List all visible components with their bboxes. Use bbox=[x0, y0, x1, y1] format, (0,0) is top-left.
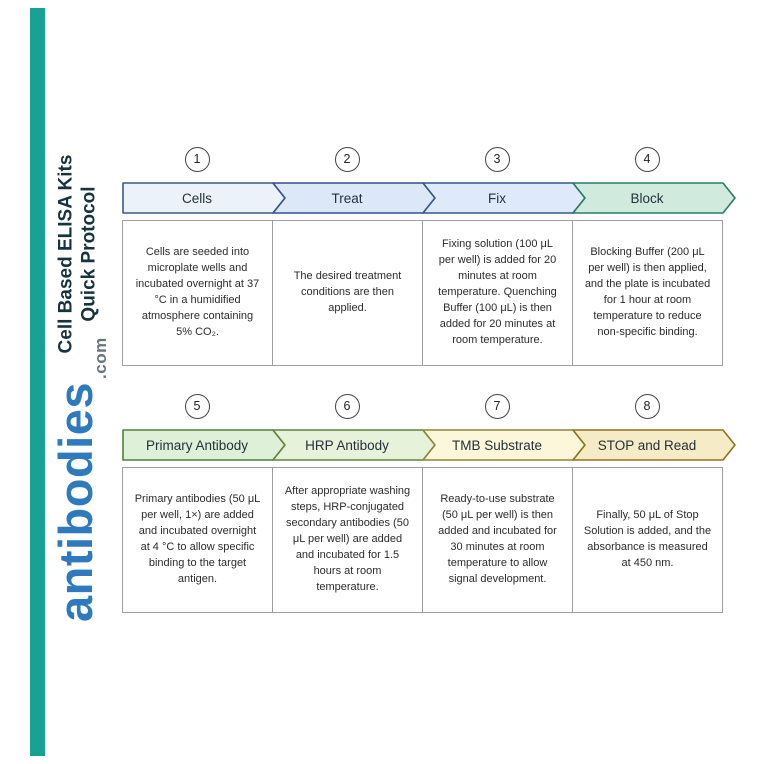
step-indicator-cell: 3 bbox=[422, 146, 572, 172]
description-row: Cells are seeded into microplate wells a… bbox=[122, 220, 736, 366]
step-arrow-label: Fix bbox=[488, 190, 506, 206]
step-description: The desired treatment conditions are the… bbox=[293, 270, 402, 314]
step-arrow-label: Block bbox=[630, 190, 664, 206]
step-number-row: 1 2 3 4 bbox=[122, 146, 722, 172]
step-description-box: Blocking Buffer (200 μL per well) is the… bbox=[572, 220, 723, 366]
arrow-label-row: Cells Treat Fix Block bbox=[122, 182, 722, 214]
step-indicator-cell: 2 bbox=[272, 146, 422, 172]
step-arrow-label: Treat bbox=[331, 190, 363, 206]
step-number-row: 5 6 7 8 bbox=[122, 393, 722, 419]
description-row: Primary antibodies (50 μL per well, 1×) … bbox=[122, 467, 736, 613]
step-description: Finally, 50 μL of Stop Solution is added… bbox=[583, 509, 712, 569]
step-number: 2 bbox=[343, 152, 351, 166]
step-number: 1 bbox=[193, 152, 201, 166]
protocol-row-2: 5 6 7 8 Primary Antibody HRP Antibody bbox=[122, 393, 736, 613]
step-arrow-shape bbox=[572, 429, 736, 461]
step-arrow-label: TMB Substrate bbox=[451, 437, 543, 453]
step-number-badge: 4 bbox=[634, 146, 660, 172]
step-arrow-label: Primary Antibody bbox=[145, 437, 249, 453]
step-indicator-cell: 5 bbox=[122, 393, 272, 419]
step-number: 3 bbox=[493, 152, 501, 166]
arrow-banner-row: Cells Treat Fix Block bbox=[122, 182, 736, 214]
step-description-box: After appropriate washing steps, HRP-con… bbox=[272, 467, 423, 613]
step-number-badge: 2 bbox=[334, 146, 360, 172]
step-description: After appropriate washing steps, HRP-con… bbox=[284, 485, 411, 593]
brand-suffix: .com bbox=[91, 337, 110, 379]
step-number: 6 bbox=[343, 399, 351, 413]
brand-logo: antibodies .com bbox=[42, 337, 112, 622]
step-description-box: Cells are seeded into microplate wells a… bbox=[122, 220, 273, 366]
step-indicator-cell: 7 bbox=[422, 393, 572, 419]
step-description-box: Fixing solution (100 μL per well) is add… bbox=[422, 220, 573, 366]
step-number-badge: 8 bbox=[634, 393, 660, 419]
step-arrow-label: Cells bbox=[181, 190, 212, 206]
arrow-banners bbox=[122, 182, 736, 214]
protocol-row-1: 1 2 3 4 Cells Treat Fix Blo bbox=[122, 146, 736, 366]
arrow-banner-row: Primary Antibody HRP Antibody TMB Substr… bbox=[122, 429, 736, 461]
step-number-badge: 3 bbox=[484, 146, 510, 172]
accent-bar bbox=[30, 8, 45, 756]
step-description-box: Primary antibodies (50 μL per well, 1×) … bbox=[122, 467, 273, 613]
step-description: Cells are seeded into microplate wells a… bbox=[135, 246, 260, 338]
page-title-line1: Cell Based ELISA Kits bbox=[55, 154, 77, 354]
step-number-badge: 6 bbox=[334, 393, 360, 419]
step-description: Ready-to-use substrate (50 μL per well) … bbox=[438, 493, 557, 585]
step-indicator-cell: 1 bbox=[122, 146, 272, 172]
step-arrow-label: HRP Antibody bbox=[305, 437, 389, 453]
step-description: Primary antibodies (50 μL per well, 1×) … bbox=[134, 493, 261, 585]
step-number: 7 bbox=[493, 399, 501, 413]
step-description-box: The desired treatment conditions are the… bbox=[272, 220, 423, 366]
step-arrow-shape bbox=[572, 182, 736, 214]
step-indicator-cell: 4 bbox=[572, 146, 722, 172]
arrow-banners bbox=[122, 429, 736, 461]
step-description-box: Finally, 50 μL of Stop Solution is added… bbox=[572, 467, 723, 613]
step-number-badge: 1 bbox=[184, 146, 210, 172]
step-description: Blocking Buffer (200 μL per well) is the… bbox=[584, 246, 711, 338]
step-number-badge: 7 bbox=[484, 393, 510, 419]
arrow-label-row: Primary Antibody HRP Antibody TMB Substr… bbox=[122, 429, 722, 461]
step-number-badge: 5 bbox=[184, 393, 210, 419]
step-arrow-label: STOP and Read bbox=[597, 437, 697, 453]
step-number: 8 bbox=[643, 399, 651, 413]
step-number: 4 bbox=[643, 152, 651, 166]
step-indicator-cell: 6 bbox=[272, 393, 422, 419]
brand-name: antibodies bbox=[49, 381, 102, 622]
step-description-box: Ready-to-use substrate (50 μL per well) … bbox=[422, 467, 573, 613]
step-number: 5 bbox=[193, 399, 201, 413]
step-description: Fixing solution (100 μL per well) is add… bbox=[438, 238, 557, 346]
step-indicator-cell: 8 bbox=[572, 393, 722, 419]
